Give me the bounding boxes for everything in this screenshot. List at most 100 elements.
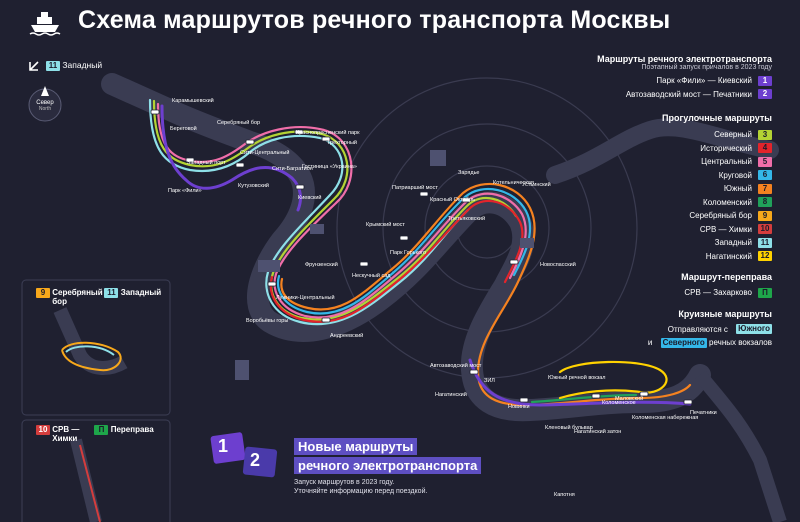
station-label[interactable]: Береговой (170, 126, 197, 132)
route-badge: 11 (46, 61, 60, 71)
station-label[interactable]: Парк Горького (390, 250, 427, 256)
station-label[interactable]: Западный порт (187, 160, 226, 166)
route-badge: 4 (758, 143, 772, 154)
station-label[interactable]: Фрунзенский (305, 262, 338, 268)
station-label[interactable]: Лужники-Центральный (276, 295, 335, 301)
station-label[interactable]: Сити-Центральный (240, 150, 290, 156)
station-label[interactable]: Крымский мост (366, 222, 405, 228)
station-label[interactable]: Парк «Фили» (168, 188, 202, 194)
route-krugovoy (276, 187, 532, 315)
route-badge: 11 (758, 237, 772, 248)
station-label[interactable]: Капотня (554, 492, 575, 498)
station-label[interactable]: Зарядье (458, 170, 480, 176)
route-nagatinsky (558, 360, 668, 400)
route-badge: 7 (758, 183, 772, 194)
station-label[interactable]: Красный Октябрь (430, 197, 475, 203)
electric-sub: Поэтапный запуск причалов в 2023 году (641, 64, 772, 71)
station-label[interactable]: Киевский (298, 195, 322, 201)
station-label[interactable]: Кленовый бульвар (545, 425, 593, 431)
station-label[interactable]: Нагатинский (435, 392, 467, 398)
station-label[interactable]: Коломенское (602, 400, 636, 406)
inset-b-header: 10 СРВ — Химки П Переправа (36, 425, 154, 443)
station-label[interactable]: Новинки (508, 404, 530, 410)
station-label[interactable]: Патриарший мост (392, 185, 438, 191)
station-label[interactable]: Карамышевский (172, 98, 214, 104)
header: Схема маршрутов речного транспорта Москв… (0, 0, 800, 46)
moskva-river (101, 73, 711, 422)
station-label[interactable]: Нескучный сад (352, 273, 391, 279)
promo-tile-1: 1 (218, 436, 229, 456)
compass-icon (28, 86, 62, 122)
page-title: Схема маршрутов речного транспорта Москв… (78, 6, 671, 34)
inset-b-frame (21, 419, 171, 522)
route-electric-2 (468, 358, 692, 407)
inset-a-frame (21, 279, 171, 416)
route-centralny (156, 102, 527, 319)
electric-title: Маршруты речного электротранспорта (597, 54, 772, 64)
route-badge: 9 (758, 210, 772, 221)
route-badge: 10 (758, 224, 772, 235)
walk-title: Прогулочные маршруты (662, 113, 772, 123)
ferry-title: Маршрут-переправа (681, 272, 772, 282)
cruise-text: Отправляются с Южного (667, 324, 772, 335)
promo-title-2: речного электротранспорта (294, 457, 482, 474)
route-badge: 6 (758, 170, 772, 181)
pier-markers (150, 109, 693, 405)
station-label[interactable]: Автозаводский мост (430, 363, 482, 369)
cruise-title: Круизные маршруты (678, 308, 772, 319)
promo-note: Запуск маршрутов в 2023 году.Уточняйте и… (294, 479, 428, 495)
corner-route-label: Западный (62, 60, 103, 70)
cruise-text-2: и Северного речных вокзалов (647, 337, 772, 348)
station-label[interactable]: Трёхгорный (327, 140, 357, 146)
station-label[interactable]: Маловский (615, 396, 644, 402)
promo-tiles (210, 432, 278, 478)
route-badge: 12 (758, 251, 772, 262)
station-label[interactable]: Нагатинский затон (574, 429, 622, 435)
route-badge: 5 (758, 156, 772, 167)
corner-route[interactable]: 11 Западный (46, 60, 102, 71)
route-severny (152, 99, 518, 321)
river-map (21, 61, 787, 522)
station-label[interactable]: Серебряный бор (217, 120, 261, 126)
station-label[interactable]: Сити-Багратион (272, 166, 313, 172)
route-istorichesky (269, 199, 524, 323)
station-label[interactable]: Новоспасский (540, 262, 576, 268)
route-kolomensky (530, 393, 638, 404)
route-badge: 8 (758, 197, 772, 208)
promo-tile-2: 2 (250, 450, 261, 470)
promo-title-1: Новые маршруты (294, 438, 418, 455)
station-label[interactable]: Устьинский (522, 182, 551, 188)
route-badge: 3 (758, 129, 772, 140)
station-label[interactable]: Андреевский (330, 333, 364, 339)
inset-a-header: 9 Серебряный бор 11 Западный (36, 288, 161, 306)
route-zapadny (148, 98, 470, 326)
station-label[interactable]: Печатники (690, 410, 717, 416)
station-label[interactable]: Гостиница «Украина» (302, 164, 357, 170)
station-label[interactable]: Кутузовский (238, 183, 269, 189)
station-label[interactable]: Южный речной вокзал (548, 375, 606, 381)
legend: Маршруты речного электротранспорта Поэта… (522, 54, 772, 350)
corner-arrow-icon (29, 61, 39, 71)
station-label[interactable]: Краснопресненский парк (296, 130, 360, 136)
station-label[interactable]: Воробьёвы горы (246, 318, 289, 324)
station-label[interactable]: Коломенская набережная (632, 415, 699, 421)
station-label[interactable]: ЗИЛ (484, 378, 495, 384)
station-label[interactable]: Котельническая (493, 180, 534, 186)
boat-icon (29, 12, 61, 36)
station-label[interactable]: Третьяковский (448, 216, 486, 222)
